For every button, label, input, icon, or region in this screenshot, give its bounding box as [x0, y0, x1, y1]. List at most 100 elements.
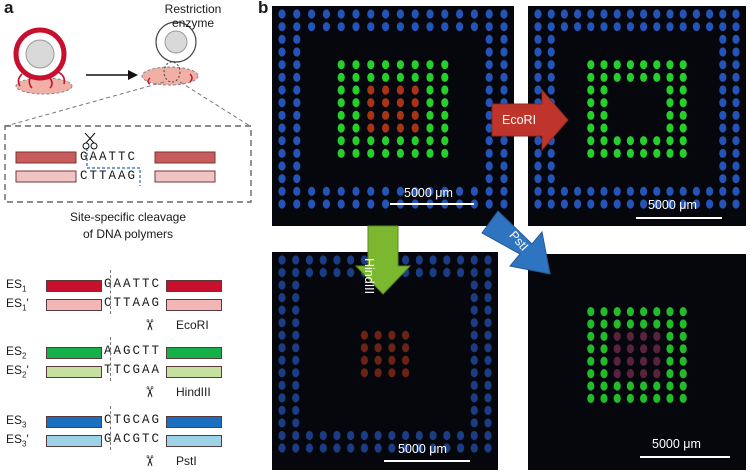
- spot: [374, 443, 382, 453]
- spot: [484, 418, 492, 428]
- spot: [679, 85, 687, 95]
- spot: [500, 148, 508, 158]
- spot: [293, 85, 301, 95]
- spot: [382, 9, 390, 19]
- spot: [292, 255, 300, 265]
- spot: [560, 199, 568, 209]
- spot: [396, 22, 404, 32]
- spot: [396, 186, 404, 196]
- dna-strand-bar: [166, 366, 222, 378]
- spot: [415, 443, 423, 453]
- spot: [367, 148, 375, 158]
- spot: [441, 136, 449, 146]
- spot: [319, 430, 327, 441]
- spot: [666, 344, 674, 354]
- dna-strand-bar: [46, 347, 102, 359]
- spot: [367, 110, 375, 120]
- spot: [292, 293, 300, 303]
- spot: [719, 199, 727, 209]
- spot: [470, 255, 478, 265]
- spot: [293, 72, 301, 82]
- spot: [600, 381, 608, 391]
- spot: [485, 72, 493, 82]
- spot: [374, 430, 382, 441]
- spot: [470, 305, 478, 315]
- spot: [278, 393, 286, 403]
- spot: [587, 136, 595, 146]
- spot: [293, 34, 301, 44]
- spot: [382, 85, 390, 95]
- spot: [456, 443, 465, 453]
- spot: [640, 72, 648, 82]
- spot: [426, 60, 434, 70]
- spot: [485, 47, 493, 57]
- spot: [352, 136, 360, 146]
- spot: [679, 98, 687, 108]
- spot: [456, 22, 464, 32]
- spot: [278, 174, 286, 184]
- spot: [679, 356, 687, 366]
- spot: [293, 9, 301, 19]
- panel-a-letter: a: [4, 0, 14, 17]
- spot: [470, 368, 478, 378]
- spot: [534, 22, 542, 32]
- spot: [547, 60, 555, 70]
- spot: [626, 148, 634, 158]
- spot: [587, 123, 595, 133]
- spot: [485, 148, 493, 158]
- spot: [732, 22, 740, 32]
- spot: [500, 34, 508, 44]
- spot: [679, 344, 687, 354]
- micrograph-initial: 5000 μm: [272, 6, 514, 226]
- scale-bar: [390, 203, 474, 205]
- spot: [679, 123, 687, 133]
- spot: [396, 110, 404, 120]
- scale-bar: [636, 217, 722, 219]
- spot: [333, 430, 341, 441]
- spot: [347, 267, 355, 278]
- spot: [732, 174, 740, 184]
- spot: [626, 60, 634, 70]
- spot: [732, 199, 740, 209]
- spot: [347, 255, 355, 265]
- spot: [600, 369, 608, 379]
- spot: [547, 186, 555, 196]
- spot: [626, 331, 634, 341]
- spot: [547, 123, 555, 133]
- spot: [666, 319, 674, 329]
- dna-strand-bar: [166, 347, 222, 359]
- spot: [485, 34, 493, 44]
- spot: [292, 343, 300, 353]
- spot: [382, 60, 390, 70]
- scissors-icon: ✂: [140, 454, 158, 468]
- spot: [396, 136, 404, 146]
- spot: [587, 369, 595, 379]
- spot: [402, 430, 410, 441]
- spot: [719, 72, 727, 82]
- spot: [443, 255, 451, 265]
- spot: [484, 305, 492, 315]
- spot: [574, 9, 582, 19]
- spot: [443, 430, 451, 441]
- spot: [441, 60, 449, 70]
- spot: [352, 22, 360, 32]
- spot: [653, 60, 661, 70]
- spot: [500, 161, 508, 171]
- spot: [352, 199, 360, 209]
- psti-arrow-label: PstI: [506, 228, 532, 254]
- spot: [600, 22, 608, 32]
- strand-top-label: ES3: [6, 413, 27, 430]
- spot: [534, 186, 542, 196]
- spot: [600, 72, 608, 82]
- spot: [347, 430, 355, 441]
- spot: [292, 393, 300, 403]
- spot: [308, 199, 316, 209]
- spot: [706, 199, 714, 209]
- spot: [485, 161, 493, 171]
- strand-bottom-sequence: TTCGAA: [104, 363, 162, 377]
- spot: [500, 174, 508, 184]
- spot: [640, 60, 648, 70]
- spot: [470, 186, 478, 196]
- strand-top-sequence: AAGCTT: [104, 344, 162, 358]
- spot: [470, 199, 478, 209]
